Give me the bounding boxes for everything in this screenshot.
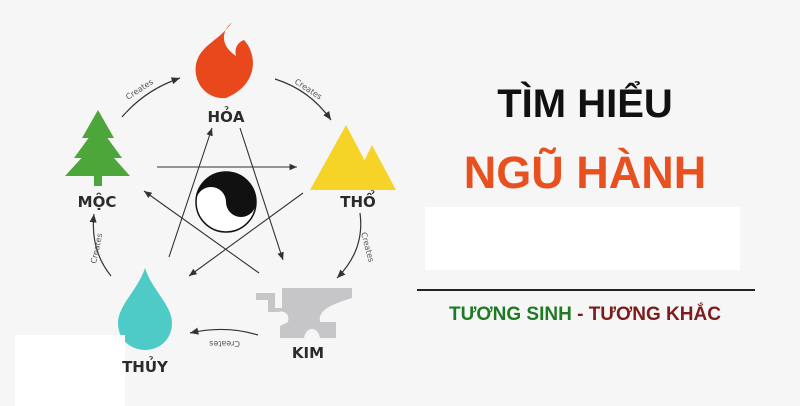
fire-flame-icon bbox=[195, 22, 253, 99]
arrow-metal-to-water bbox=[189, 327, 259, 336]
metal-anvil-icon bbox=[256, 288, 352, 338]
arrow-earth-to-metal bbox=[336, 212, 362, 279]
arrow-wood-to-fire bbox=[121, 77, 181, 118]
earth-mountain-icon bbox=[310, 125, 396, 190]
subtitle-separator: - bbox=[571, 304, 589, 325]
yin-yang-icon bbox=[195, 171, 257, 233]
arrow-fire-to-earth bbox=[274, 78, 332, 121]
element-label-earth: THỔ bbox=[340, 189, 376, 211]
creates-label: Creates bbox=[124, 77, 155, 101]
subtitle-generating: TƯƠNG SINH bbox=[449, 304, 572, 325]
element-label-wood: MỘC bbox=[78, 191, 117, 211]
title-line-1: TÌM HIỂU bbox=[497, 82, 673, 126]
arrow-water-to-wood bbox=[89, 213, 112, 277]
creates-label: Creates bbox=[89, 232, 104, 264]
subtitle: TƯƠNG SINH - TƯƠNG KHẮC bbox=[420, 304, 750, 326]
element-label-fire: HỎA bbox=[208, 105, 245, 126]
divider bbox=[417, 289, 755, 291]
blank-panel bbox=[15, 335, 125, 406]
five-elements-diagram: Creates Creates Creates Creates Creates … bbox=[65, 22, 396, 362]
wood-tree-icon bbox=[65, 110, 130, 186]
subtitle-overcoming: TƯƠNG KHẮC bbox=[588, 304, 721, 325]
creates-label: Creates bbox=[209, 339, 240, 348]
water-drop-icon bbox=[118, 268, 172, 350]
title-line-2: NGŨ HÀNH bbox=[463, 147, 707, 198]
creation-cycle-arrows bbox=[89, 77, 362, 336]
creates-label: Creates bbox=[359, 231, 376, 263]
control-cycle-star bbox=[143, 127, 304, 277]
element-label-metal: KIM bbox=[292, 344, 324, 362]
blank-banner bbox=[425, 207, 740, 270]
